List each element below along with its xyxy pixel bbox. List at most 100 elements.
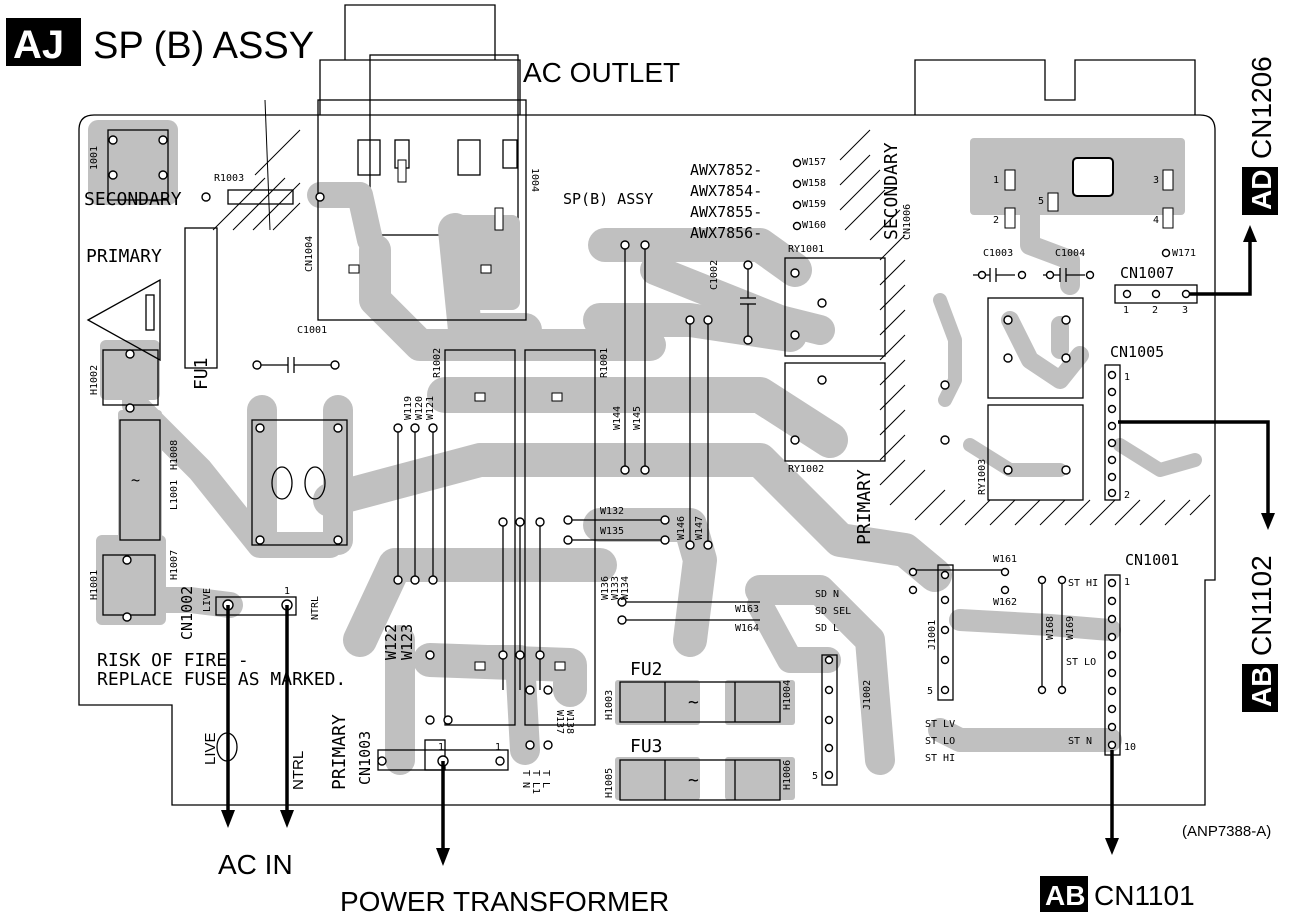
- page-title: SP (B) ASSY: [93, 25, 314, 67]
- ref-ry1001: RY1001: [788, 244, 824, 255]
- ref-w132: W132: [600, 506, 624, 517]
- hatch-zone-top-left: [212, 99, 301, 231]
- ref-h1005: H1005: [604, 768, 615, 798]
- sig-st-hi: ST HI: [1068, 578, 1098, 589]
- sig-sd-l: SD L: [815, 623, 839, 634]
- sig-st-n: ST N: [1068, 736, 1092, 747]
- variant-wire-4: W160: [802, 220, 826, 231]
- connector-ad-cn1206: AD CN1206: [1242, 56, 1278, 215]
- cn1006-pin-1: 1: [993, 175, 999, 186]
- component-outlines: FU1 ~ ~ ~: [86, 99, 1198, 801]
- sig-t-l: T L: [540, 770, 551, 788]
- ref-w137: W137: [554, 710, 565, 734]
- ref-w147: W147: [694, 516, 705, 540]
- ref-w169: W169: [1065, 616, 1076, 640]
- sig-st-lv-b: ST LV: [925, 719, 955, 730]
- ref-h1006: H1006: [782, 760, 793, 790]
- ref-r1001: R1001: [599, 348, 610, 378]
- ab-cn1101-label: CN1101: [1094, 880, 1195, 911]
- title-badge: AJ: [13, 23, 64, 67]
- arrow-ac-in-ntrl: [280, 810, 294, 828]
- ref-cn1006: CN1006: [902, 204, 913, 240]
- sig-sd-n: SD N: [815, 589, 839, 600]
- ref-w138: W138: [564, 710, 575, 734]
- connector-ab-cn1102: AB CN1102: [1242, 555, 1278, 712]
- fu1-label: FU1: [191, 357, 212, 390]
- ref-ntrl-pin: NTRL: [310, 596, 321, 620]
- fu3-label: FU3: [630, 736, 663, 757]
- board-labels: SECONDARY PRIMARY SECONDARY PRIMARY PRIM…: [84, 142, 902, 790]
- sig-sd-sel: SD SEL: [815, 606, 851, 617]
- ref-h1007: H1007: [169, 550, 180, 580]
- sig-st-lo-b: ST LO: [925, 736, 955, 747]
- cn1002-pin-1: 1: [284, 586, 290, 597]
- fu2-symbol: ~: [688, 692, 699, 713]
- sig-t-l1: T L1: [530, 770, 541, 794]
- cn1001-pin-1: 1: [1124, 577, 1130, 588]
- variant-table: AWX7852- W157 AWX7854- W158 AWX7855- W15…: [690, 157, 826, 242]
- ref-r1003: R1003: [214, 173, 244, 184]
- cn1006-pin-4: 4: [1153, 215, 1159, 226]
- risk-line-2: REPLACE FUSE AS MARKED.: [97, 669, 346, 690]
- ref-w121: W121: [425, 396, 436, 420]
- cn1005-pin-1: 1: [1124, 372, 1130, 383]
- ref-h1008: H1008: [169, 440, 180, 470]
- ref-c1002: C1002: [709, 260, 720, 290]
- sig-st-hi-b: ST HI: [925, 753, 955, 764]
- copper-traces: [88, 120, 1202, 800]
- signal-labels: SD N SD SEL SD L ST HI ST LO ST N ST LV …: [520, 578, 1098, 794]
- ref-j1001: J1001: [927, 620, 938, 650]
- ref-w136: W136: [600, 576, 611, 600]
- cn1006-pin-5: 5: [1038, 196, 1044, 207]
- primary-right: PRIMARY: [854, 469, 875, 545]
- arrow-power-transformer: [436, 848, 450, 866]
- sig-st-lo: ST LO: [1066, 657, 1096, 668]
- power-transformer-label: POWER TRANSFORMER: [340, 886, 669, 917]
- ref-ry1002: RY1002: [788, 464, 824, 475]
- variant-model-3: AWX7855-: [690, 203, 762, 221]
- ref-r1002: R1002: [432, 348, 443, 378]
- ref-w144: W144: [612, 406, 623, 430]
- ref-w161: W161: [993, 554, 1017, 565]
- ref-w162: W162: [993, 597, 1017, 608]
- ref-w120: W120: [414, 396, 425, 420]
- pads: [108, 135, 1191, 780]
- square-pads: [348, 157, 1174, 671]
- cn1007-pin-2: 2: [1152, 305, 1158, 316]
- fu3-symbol: ~: [688, 770, 699, 791]
- ref-cn1004: CN1004: [304, 236, 315, 272]
- cn1003-pin-1: 1: [438, 742, 444, 753]
- ref-w146: W146: [676, 516, 687, 540]
- ref-w122: W122: [382, 624, 400, 660]
- connection-arrows: [221, 225, 1275, 866]
- reference-designators: 1001 R1003 1004 CN1004 C1001 C1002 RY100…: [89, 146, 1196, 798]
- ad-cn1206-label: CN1206: [1246, 56, 1277, 159]
- ref-w119: W119: [403, 396, 414, 420]
- ref-cn1002: CN1002: [178, 586, 196, 640]
- ref-w164: W164: [735, 623, 759, 634]
- arrow-ac-in-live: [221, 810, 235, 828]
- ref-c1001: C1001: [297, 325, 327, 336]
- ref-1001: 1001: [89, 146, 100, 170]
- primary-bottom: PRIMARY: [329, 714, 350, 790]
- l1001-symbol: ~: [131, 471, 140, 489]
- board-outline: [78, 114, 1216, 806]
- ref-h1001: H1001: [89, 570, 100, 600]
- ad-badge: AD: [1246, 170, 1277, 210]
- secondary-right: SECONDARY: [881, 142, 902, 240]
- sp-b-assy-silkscreen: SP(B) ASSY: [563, 190, 653, 208]
- ref-cn1005: CN1005: [1110, 343, 1164, 361]
- part-number: (ANP7388-A): [1182, 823, 1271, 840]
- title-badge-bg: [6, 18, 81, 66]
- ref-h1004: H1004: [782, 680, 793, 710]
- ac-in-label: AC IN: [218, 849, 293, 880]
- ref-c1003: C1003: [983, 248, 1013, 259]
- ref-h1002: H1002: [89, 365, 100, 395]
- ref-cn1007: CN1007: [1120, 264, 1174, 282]
- ab-badge-2: AB: [1045, 880, 1085, 911]
- risk-line-1: RISK OF FIRE -: [97, 650, 249, 671]
- live-label: LIVE: [202, 732, 219, 765]
- connector-ab-cn1101: AB CN1101: [1040, 876, 1195, 912]
- ref-j1002: J1002: [862, 680, 873, 710]
